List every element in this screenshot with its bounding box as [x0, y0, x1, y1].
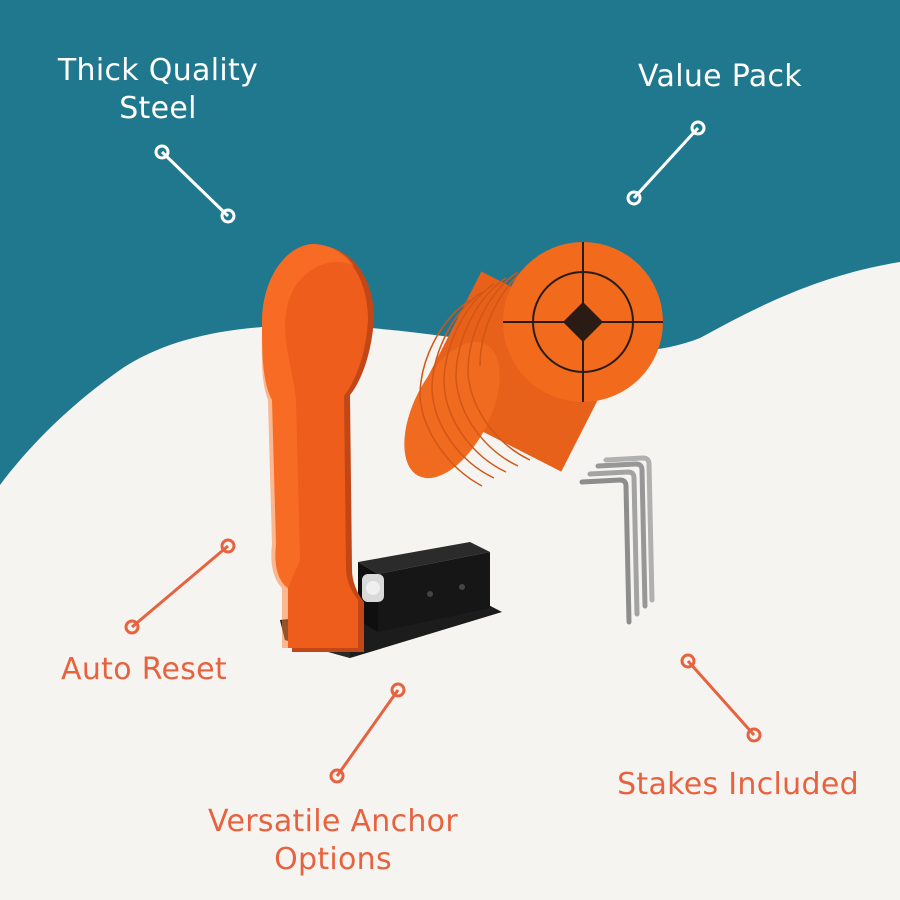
- callout-anchor-line1: Versatile Anchor: [208, 804, 458, 839]
- callout-steel-line1: Thick Quality: [57, 53, 259, 88]
- paddle-target: [261, 244, 374, 652]
- callout-versatile-anchor-options: Versatile Anchor Options: [180, 803, 486, 879]
- connector-value-pack: [626, 120, 706, 206]
- callout-steel-line2: Steel: [119, 91, 197, 126]
- connector-stakes: [680, 653, 762, 743]
- callout-auto-reset: Auto Reset: [61, 652, 227, 687]
- target-stack: [404, 242, 663, 487]
- connector-steel: [154, 144, 236, 224]
- teal-background-wave: [0, 0, 900, 485]
- connector-anchor: [329, 682, 406, 784]
- callout-anchor-line2: Options: [274, 842, 392, 877]
- callout-value-pack: Value Pack: [638, 59, 802, 94]
- callout-stakes-included: Stakes Included: [617, 767, 859, 802]
- callout-thick-quality-steel: Thick Quality Steel: [40, 52, 276, 128]
- stakes: [579, 455, 655, 625]
- connector-auto-reset: [124, 538, 236, 635]
